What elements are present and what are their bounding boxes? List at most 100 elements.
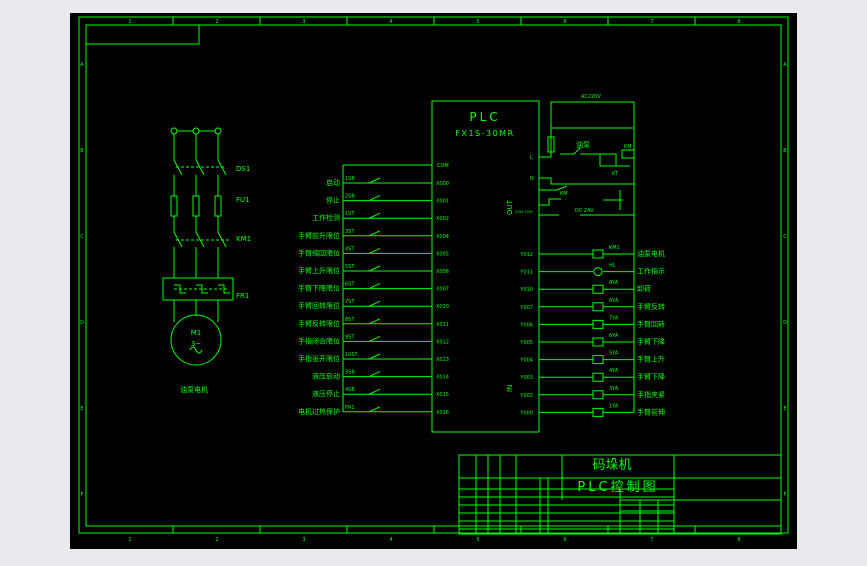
input-name: 液压启动 — [312, 372, 340, 381]
grid-row-left-A: A — [80, 62, 84, 68]
input-device: 9ST — [345, 334, 355, 340]
input-device: 1SB — [345, 176, 355, 182]
input-name: 手臂反转限位 — [298, 319, 340, 328]
input-address: X006 — [436, 269, 449, 275]
input-switch — [368, 195, 381, 202]
motor-device-km1: KM1 — [236, 235, 251, 243]
input-name: 启动 — [326, 178, 340, 187]
input-name: 停止 — [326, 196, 340, 205]
grid-col-top-1: 1 — [128, 19, 131, 25]
drawing-title: 码垛机 — [592, 458, 631, 473]
plc-block — [431, 100, 540, 433]
input-name: 手臂缩回限位 — [298, 248, 340, 257]
power-labels: AC220V 油泵 KM KT KM DC 24V — [560, 94, 632, 214]
input-address: X011 — [436, 322, 449, 328]
motor-device-ds1: DS1 — [236, 165, 250, 173]
input-device: 6ST — [345, 282, 355, 288]
output-address: Y004 — [519, 358, 533, 364]
motor-label: M1 — [191, 329, 202, 337]
output-address: Y003 — [519, 375, 533, 381]
input-device: 8ST — [345, 317, 355, 323]
output-name: 手臂反转 — [637, 302, 665, 311]
motor-device-fu1: FU1 — [236, 196, 250, 204]
input-switch — [368, 335, 381, 342]
grid-col-bottom-4: 4 — [389, 537, 392, 543]
input-switch — [368, 318, 381, 325]
indicator-lamp — [593, 267, 603, 277]
input-switch — [368, 230, 381, 237]
grid-row-right-D: D — [783, 320, 787, 326]
input-switch — [368, 353, 381, 360]
output-device: 6YA — [609, 298, 619, 304]
plc-com-label: COM — [437, 163, 449, 169]
grid-row-right-B: B — [783, 148, 787, 154]
input-name: 手臂回转限位 — [298, 301, 340, 310]
output-device: 1YA — [609, 403, 619, 409]
plc-terminal-n: N — [530, 176, 534, 182]
input-device: 5ST — [345, 264, 355, 270]
grid-col-top-8: 8 — [737, 19, 740, 25]
output-address: Y000 — [519, 410, 533, 416]
input-address: X007 — [436, 287, 449, 293]
output-name: 工作指示 — [637, 267, 665, 276]
grid-col-top-6: 6 — [563, 19, 566, 25]
output-row: Y007 6YA 手臂反转 — [519, 298, 665, 312]
grid-row-left-B: B — [80, 148, 84, 154]
input-address: X000 — [436, 181, 449, 187]
output-name: 卸荷 — [637, 284, 651, 293]
output-device: 7YA — [609, 315, 619, 321]
input-switch — [368, 247, 381, 254]
output-name: 手指夹紧 — [637, 390, 665, 399]
grid-col-bottom-5: 5 — [476, 537, 479, 543]
pump-start-label: 油泵 — [576, 140, 590, 149]
motor-main-circuit — [162, 127, 234, 366]
plc-title: PLC — [469, 110, 500, 124]
input-switch — [368, 371, 381, 378]
grid-row-right-E: E — [783, 406, 786, 412]
dc-source-label: DC 24V — [575, 208, 594, 214]
grid-col-top-7: 7 — [650, 19, 653, 25]
output-device: HL — [609, 263, 616, 269]
grid-row-left-F: F — [81, 492, 84, 498]
kt-label: KT — [612, 171, 619, 177]
input-address: X016 — [436, 410, 449, 416]
input-device: 2SB — [345, 194, 355, 200]
input-address: X013 — [436, 357, 449, 363]
input-name: 工作检测 — [312, 213, 340, 222]
output-address: Y007 — [519, 305, 533, 311]
input-device: 3SB — [345, 370, 355, 376]
output-device: 3YA — [609, 386, 619, 392]
input-address: X010 — [436, 304, 449, 310]
input-switch — [368, 177, 381, 184]
input-name: 手指张开限位 — [298, 354, 340, 363]
output-name: 手臂下降 — [637, 372, 665, 381]
plc-terminal-l: L — [530, 155, 533, 161]
sheet-background — [70, 13, 797, 549]
output-device: 5YA — [609, 351, 619, 357]
plc-out-label: OUT — [506, 199, 514, 215]
output-device: KM1 — [609, 245, 620, 251]
input-switch — [368, 388, 381, 395]
output-address: Y006 — [519, 322, 533, 328]
plc-labels: PLC FX1S-30MR COM OUT IN L N COM COM — [437, 110, 534, 392]
grid-col-bottom-3: 3 — [302, 537, 305, 543]
input-address: X002 — [436, 216, 449, 222]
